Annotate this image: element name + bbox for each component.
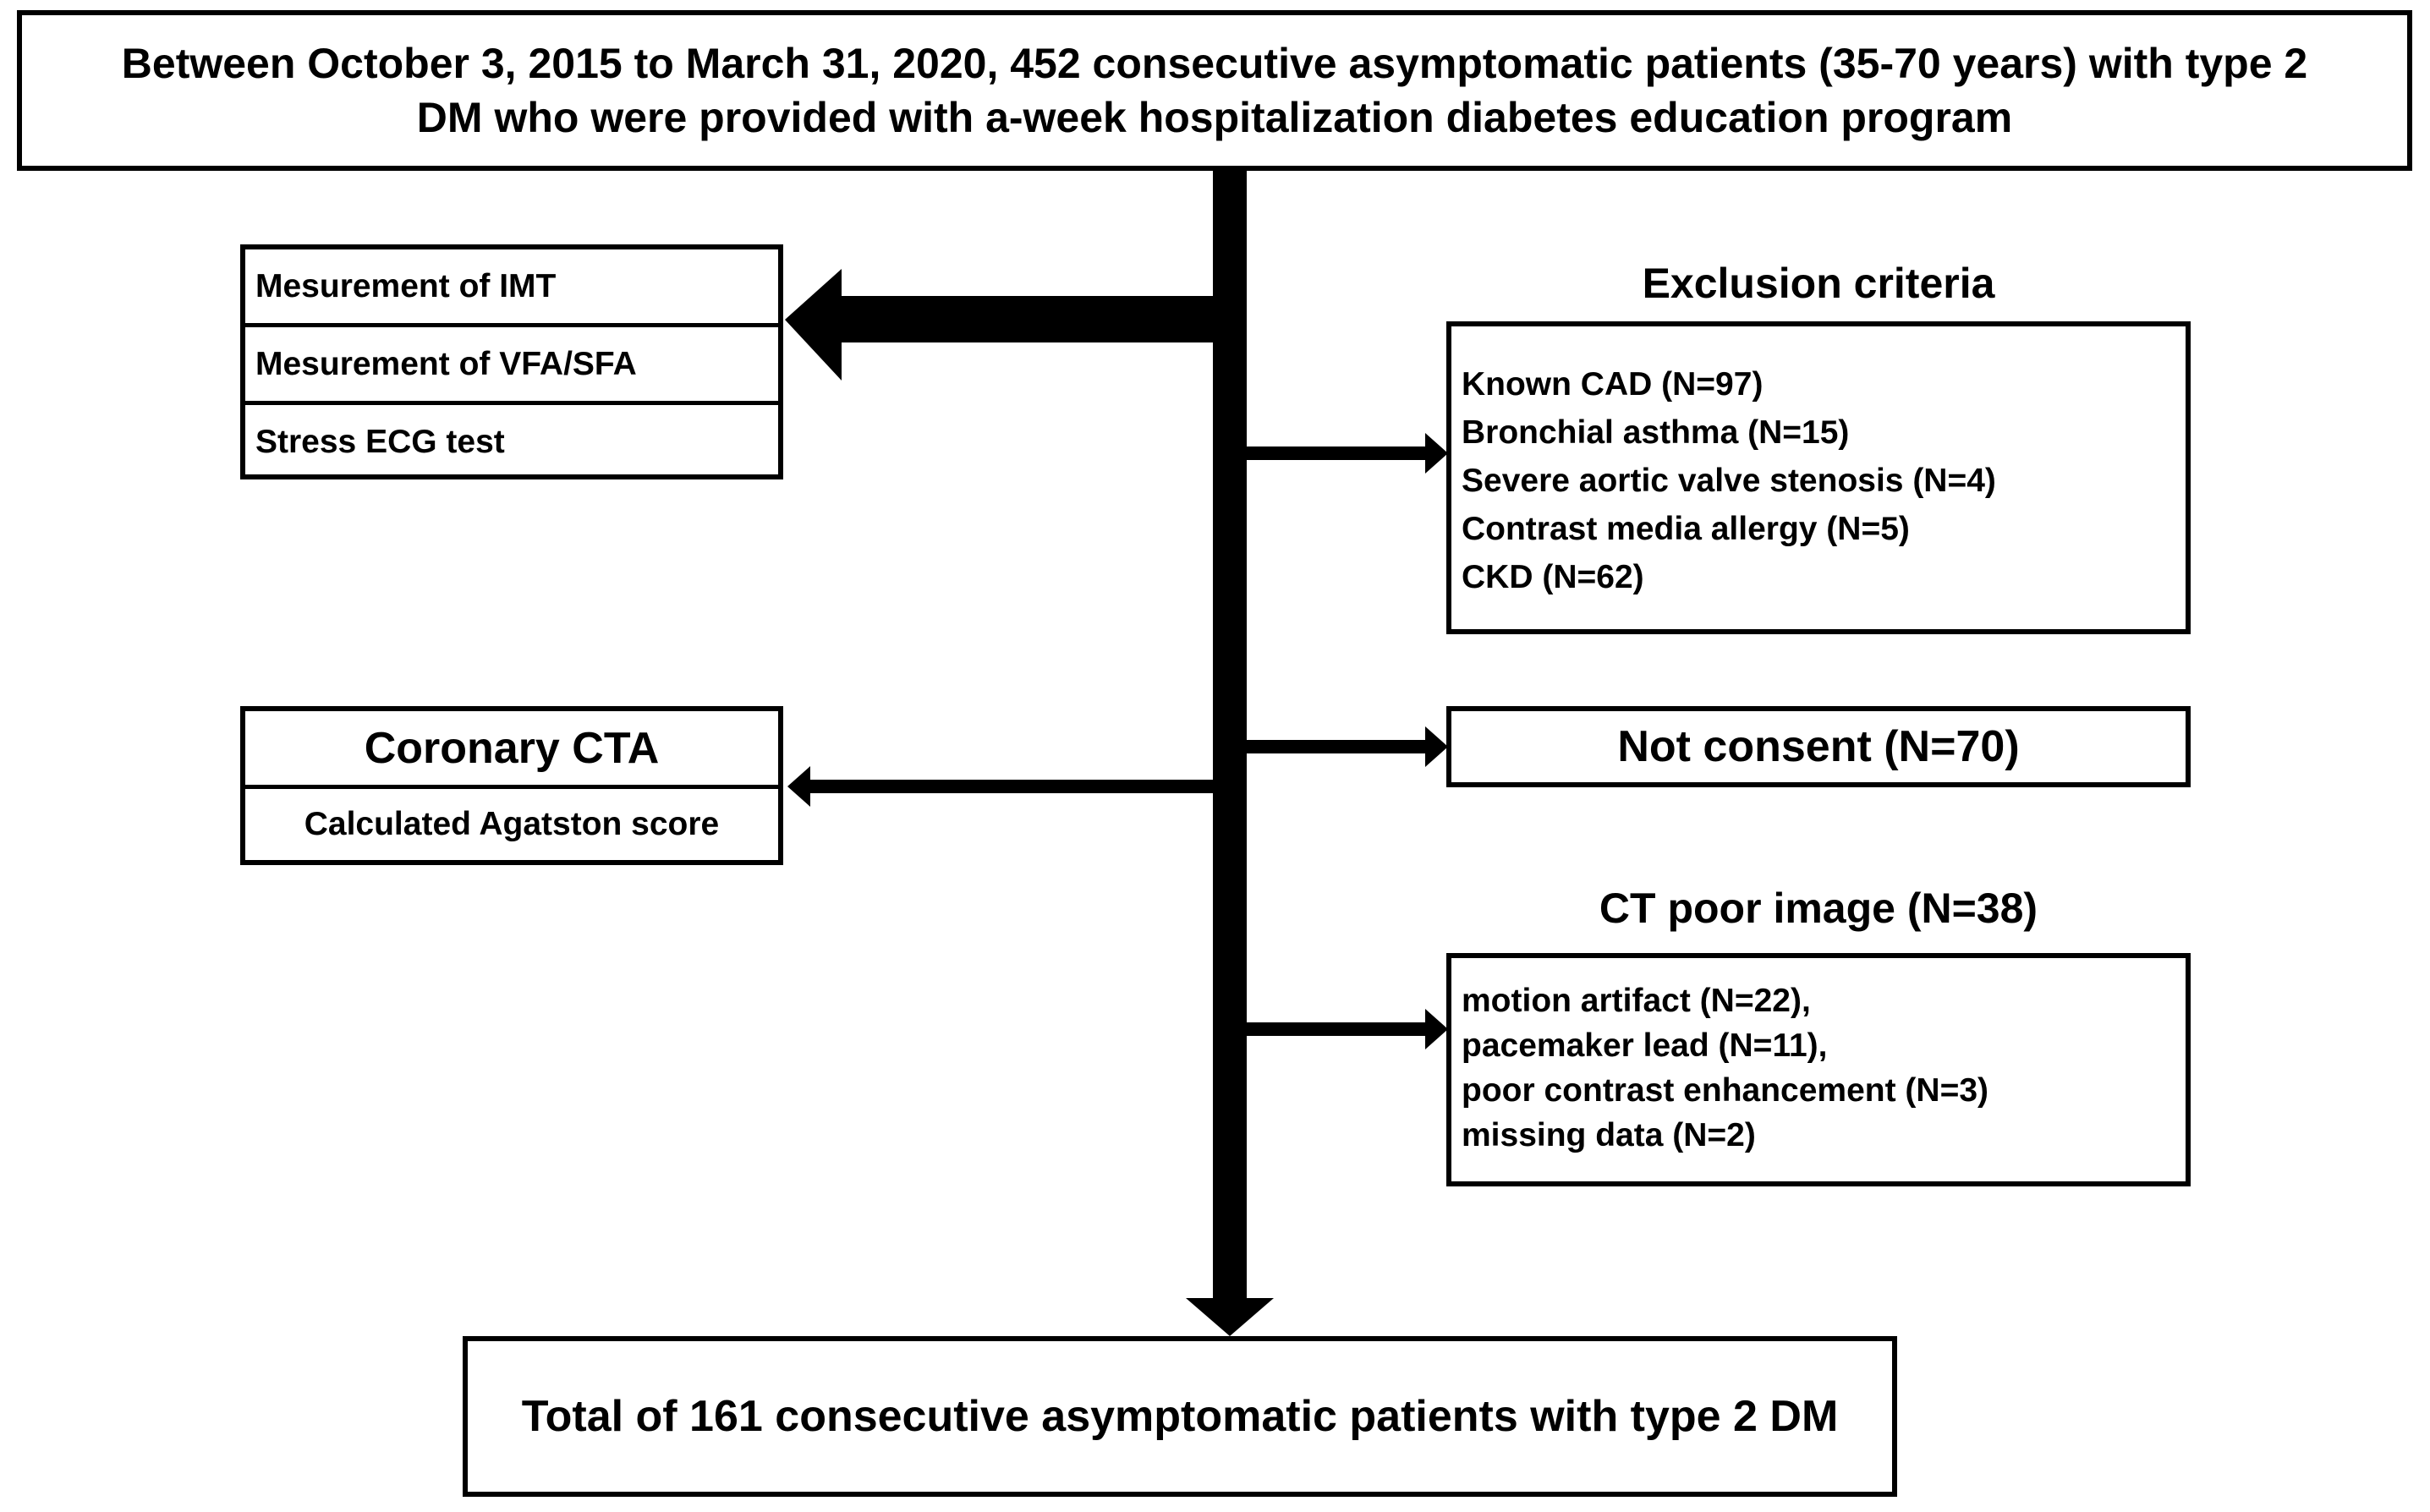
exclusion-item-bronchial-asthma: Bronchial asthma (N=15) — [1462, 414, 1850, 451]
ct-poor-arrow-shaft — [1247, 1022, 1429, 1036]
measurements-box: Mesurement of IMT Mesurement of VFA/SFA … — [240, 244, 783, 479]
coronary-cta-title-cell: Coronary CTA — [245, 711, 778, 789]
coronary-arrowhead — [787, 766, 810, 807]
exclusion-arrow-shaft — [1247, 446, 1429, 460]
final-cohort-box: Total of 161 consecutive asymptomatic pa… — [463, 1336, 1897, 1497]
ct-poor-image-title: CT poor image (N=38) — [1599, 885, 2038, 932]
exclusion-item-aortic-stenosis: Severe aortic valve stenosis (N=4) — [1462, 463, 1996, 499]
top-enrollment-box: Between October 3, 2015 to March 31, 202… — [17, 10, 2412, 171]
exclusion-arrowhead — [1425, 433, 1448, 474]
ct-poor-item-motion-artifact: motion artifact (N=22), — [1462, 983, 1811, 1019]
measurement-imt-cell: Mesurement of IMT — [245, 249, 778, 327]
ct-poor-item-contrast-enhancement: poor contrast enhancement (N=3) — [1462, 1072, 1989, 1109]
exclusion-item-contrast-allergy: Contrast media allergy (N=5) — [1462, 511, 1910, 547]
final-cohort-label: Total of 161 consecutive asymptomatic pa… — [521, 1392, 1839, 1441]
ct-poor-arrowhead — [1425, 1009, 1448, 1049]
agatston-score-cell: Calculated Agatston score — [245, 789, 778, 860]
agatston-score-label: Calculated Agatston score — [304, 806, 720, 842]
measurement-imt-label: Mesurement of IMT — [255, 267, 557, 304]
measurements-arrowhead — [785, 269, 842, 381]
main-trunk — [1213, 169, 1247, 1302]
not-consent-label: Not consent (N=70) — [1617, 722, 2020, 771]
exclusion-item-known-cad: Known CAD (N=97) — [1462, 366, 1764, 403]
exclusion-item-ckd: CKD (N=62) — [1462, 559, 1644, 595]
coronary-cta-title: Coronary CTA — [364, 723, 660, 773]
top-box-line-1: Between October 3, 2015 to March 31, 202… — [121, 40, 2308, 87]
coronary-cta-box: Coronary CTA Calculated Agatston score — [240, 706, 783, 865]
final-arrowhead — [1186, 1298, 1274, 1336]
ct-poor-item-missing-data: missing data (N=2) — [1462, 1117, 1756, 1153]
not-consent-arrow-shaft — [1247, 740, 1429, 753]
not-consent-box: Not consent (N=70) — [1446, 706, 2191, 787]
not-consent-arrowhead — [1425, 726, 1448, 767]
stress-ecg-label: Stress ECG test — [255, 424, 505, 460]
measurement-vfa-label: Mesurement of VFA/SFA — [255, 345, 637, 382]
coronary-arrow-shaft — [808, 780, 1214, 793]
measurements-arrow-shaft — [837, 296, 1214, 342]
measurement-vfa-cell: Mesurement of VFA/SFA — [245, 327, 778, 405]
ct-poor-item-pacemaker-lead: pacemaker lead (N=11), — [1462, 1027, 1828, 1064]
stress-ecg-cell: Stress ECG test — [245, 405, 778, 479]
ct-poor-image-box: motion artifact (N=22), pacemaker lead (… — [1446, 953, 2191, 1186]
top-box-line-2: DM who were provided with a-week hospita… — [416, 94, 2013, 141]
exclusion-criteria-title: Exclusion criteria — [1642, 260, 1995, 307]
exclusion-criteria-box: Known CAD (N=97) Bronchial asthma (N=15)… — [1446, 321, 2191, 634]
